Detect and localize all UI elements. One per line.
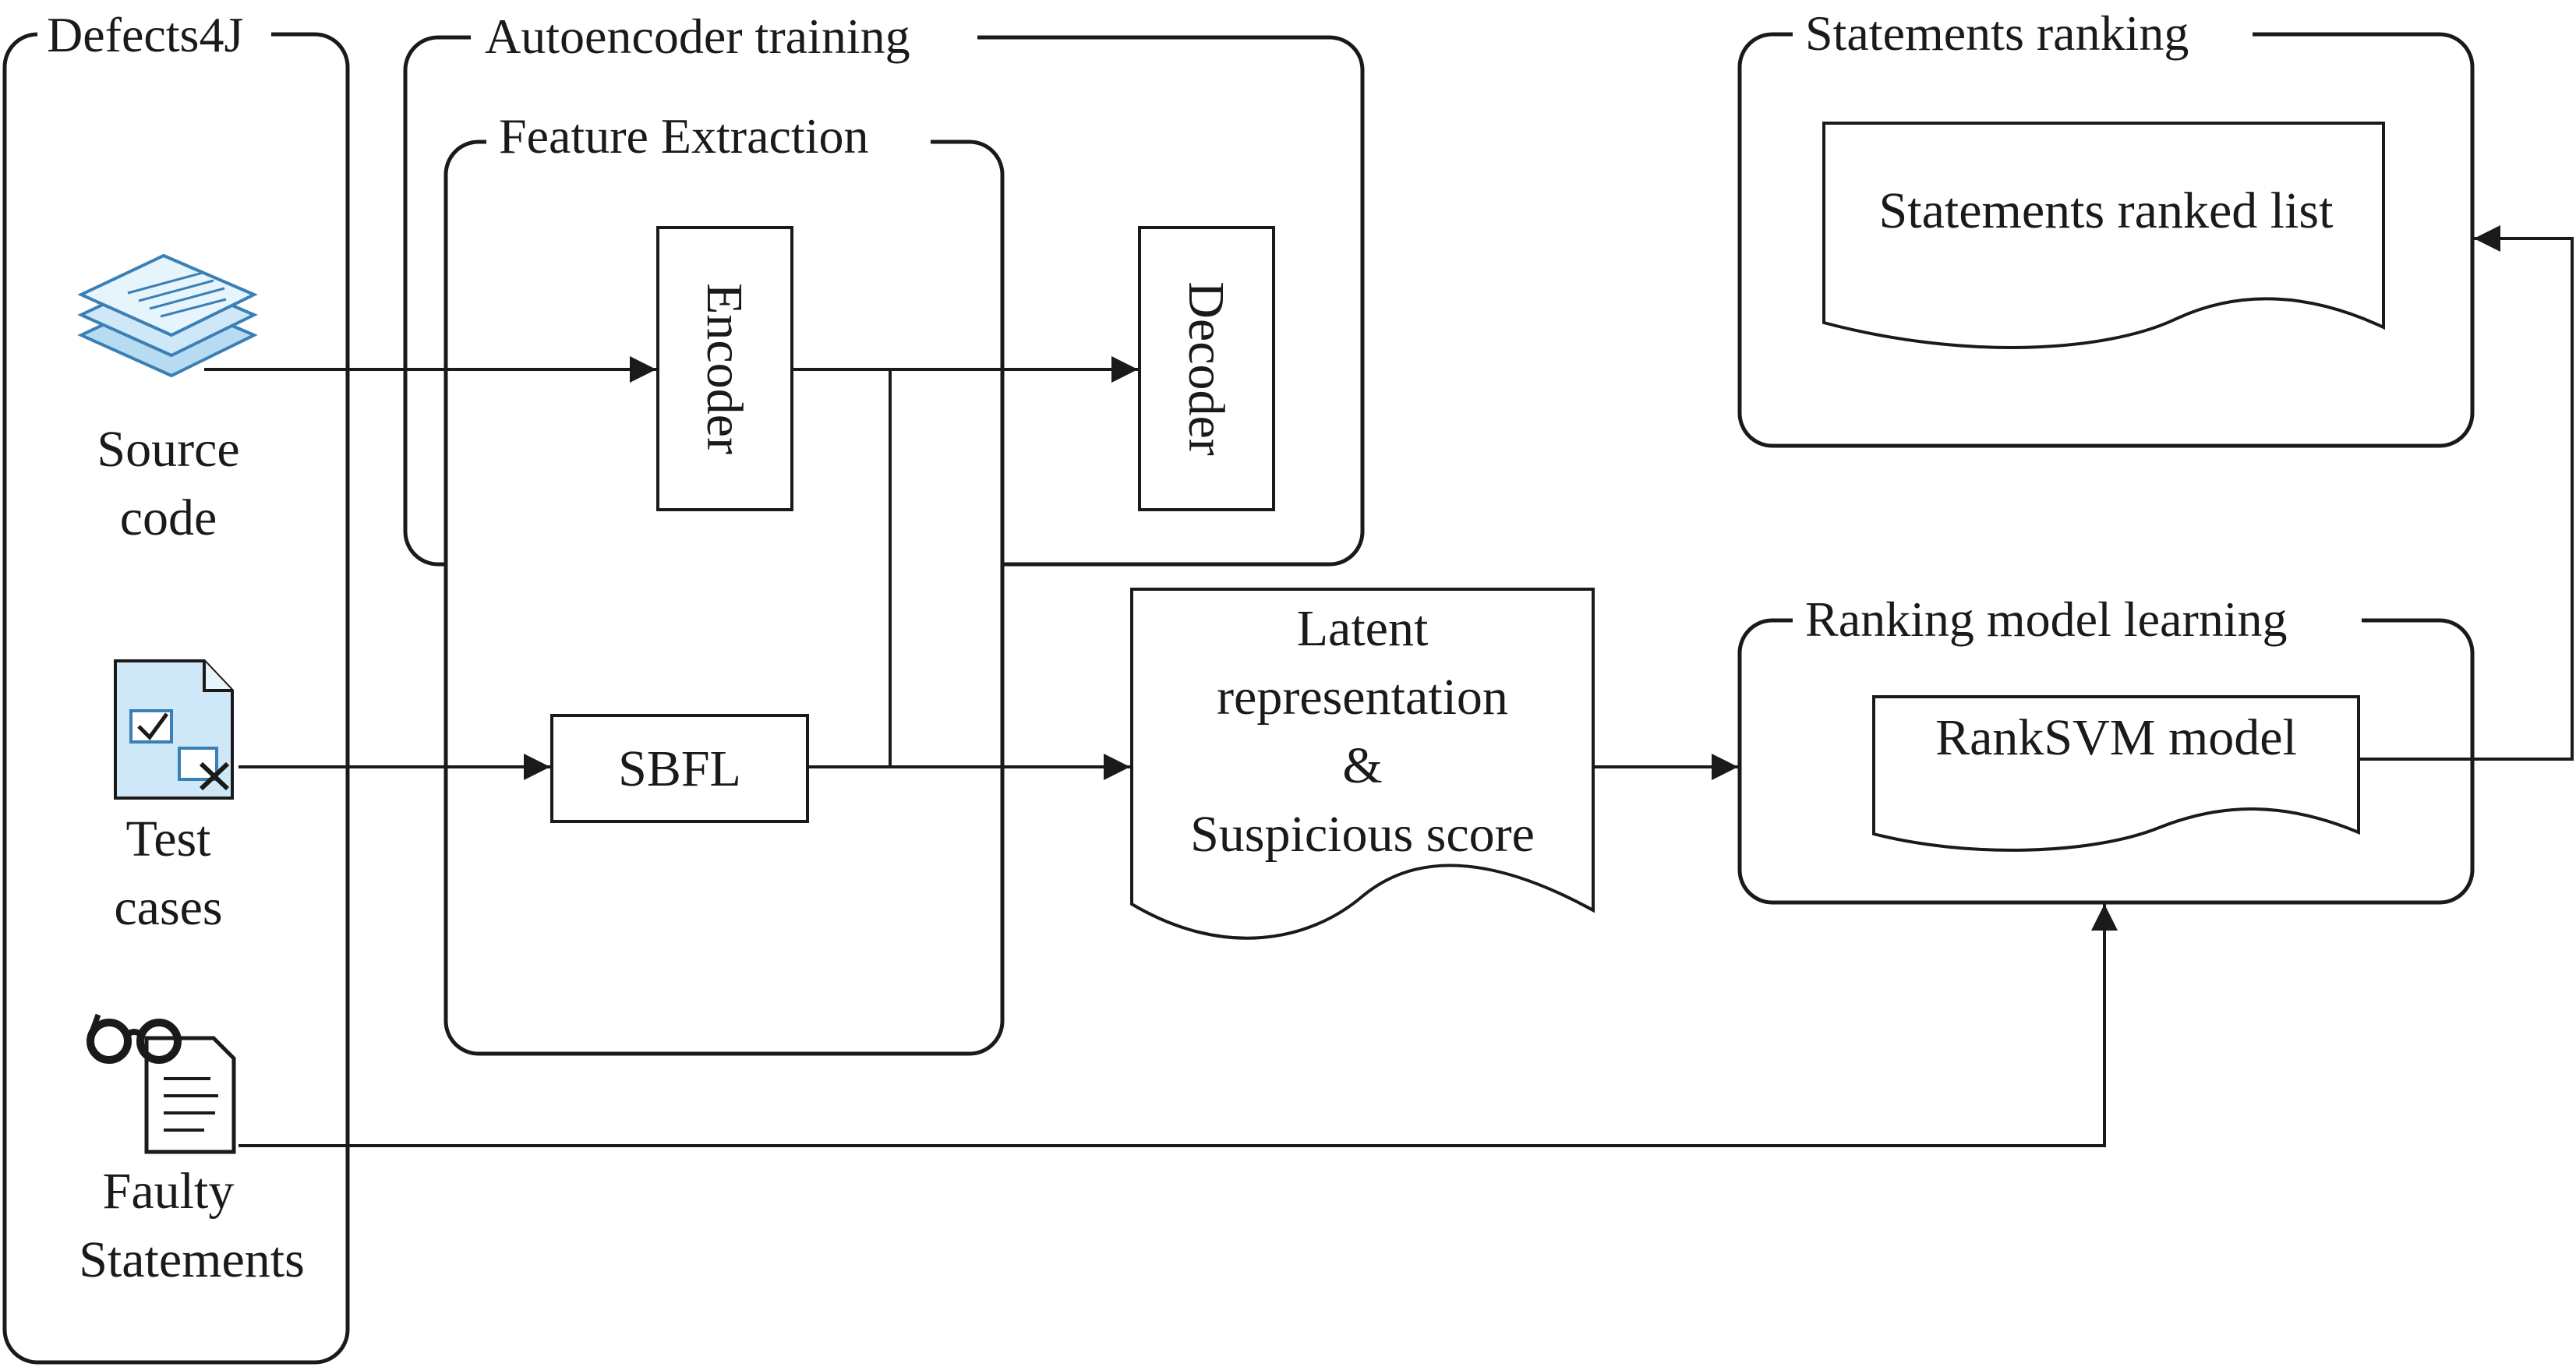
stacked-documents-icon: [77, 253, 258, 378]
ranked-list-label: Statements ranked list: [1879, 182, 2334, 239]
autoencoder-training-group: Autoencoder training: [403, 9, 1365, 567]
glasses-document-icon: [87, 1013, 236, 1154]
encoder-node: Encoder: [656, 226, 793, 511]
defects4j-title: Defects4J: [47, 7, 243, 62]
latent-line-1: Latent: [1297, 600, 1429, 657]
faulty-statements-label-line-2: Statements: [79, 1231, 305, 1288]
arrow-faulty-to-ranking: [239, 904, 2118, 1147]
ranksvm-document-node: RankSVM model: [1872, 695, 2360, 852]
source-code-label-line-2: code: [120, 489, 217, 546]
test-cases-label-line-1: Test: [125, 811, 210, 867]
arrow-ranksvm-to-ranked-list: [2359, 225, 2574, 761]
statements-ranking-title: Statements ranking: [1805, 5, 2189, 61]
decoder-node: Decoder: [1138, 226, 1275, 511]
sbfl-label: SBFL: [618, 740, 741, 797]
ranking-model-learning-group: Ranking model learning: [1737, 592, 2475, 905]
source-code-input: Source code: [77, 253, 258, 546]
decoder-label: Decoder: [1178, 281, 1235, 456]
sbfl-node: SBFL: [550, 714, 809, 823]
faulty-statements-label-line-1: Faulty: [103, 1163, 235, 1220]
test-cases-input: Test cases: [114, 659, 234, 936]
source-code-label-line-1: Source: [97, 421, 239, 478]
latent-line-4: Suspicious score: [1190, 806, 1535, 863]
test-cases-label-line-2: cases: [114, 879, 222, 936]
statements-ranking-group: Statements ranking: [1737, 5, 2475, 448]
encoder-label: Encoder: [696, 283, 753, 454]
defects4j-group: Defects4J: [2, 7, 350, 1365]
ranksvm-label: RankSVM model: [1935, 709, 2297, 766]
ranked-list-document-node: Statements ranked list: [1822, 122, 2385, 349]
latent-line-2: representation: [1217, 669, 1508, 726]
faulty-statements-input: Faulty Statements: [79, 1013, 305, 1288]
test-case-document-icon: [114, 659, 234, 800]
connectors: [204, 225, 2574, 1147]
ranking-model-learning-title: Ranking model learning: [1805, 592, 2288, 647]
feature-extraction-title: Feature Extraction: [499, 108, 868, 164]
latent-line-3: &: [1342, 737, 1382, 794]
autoencoder-training-title: Autoencoder training: [485, 9, 910, 64]
latent-document-node: Latent representation & Suspicious score: [1130, 588, 1595, 940]
